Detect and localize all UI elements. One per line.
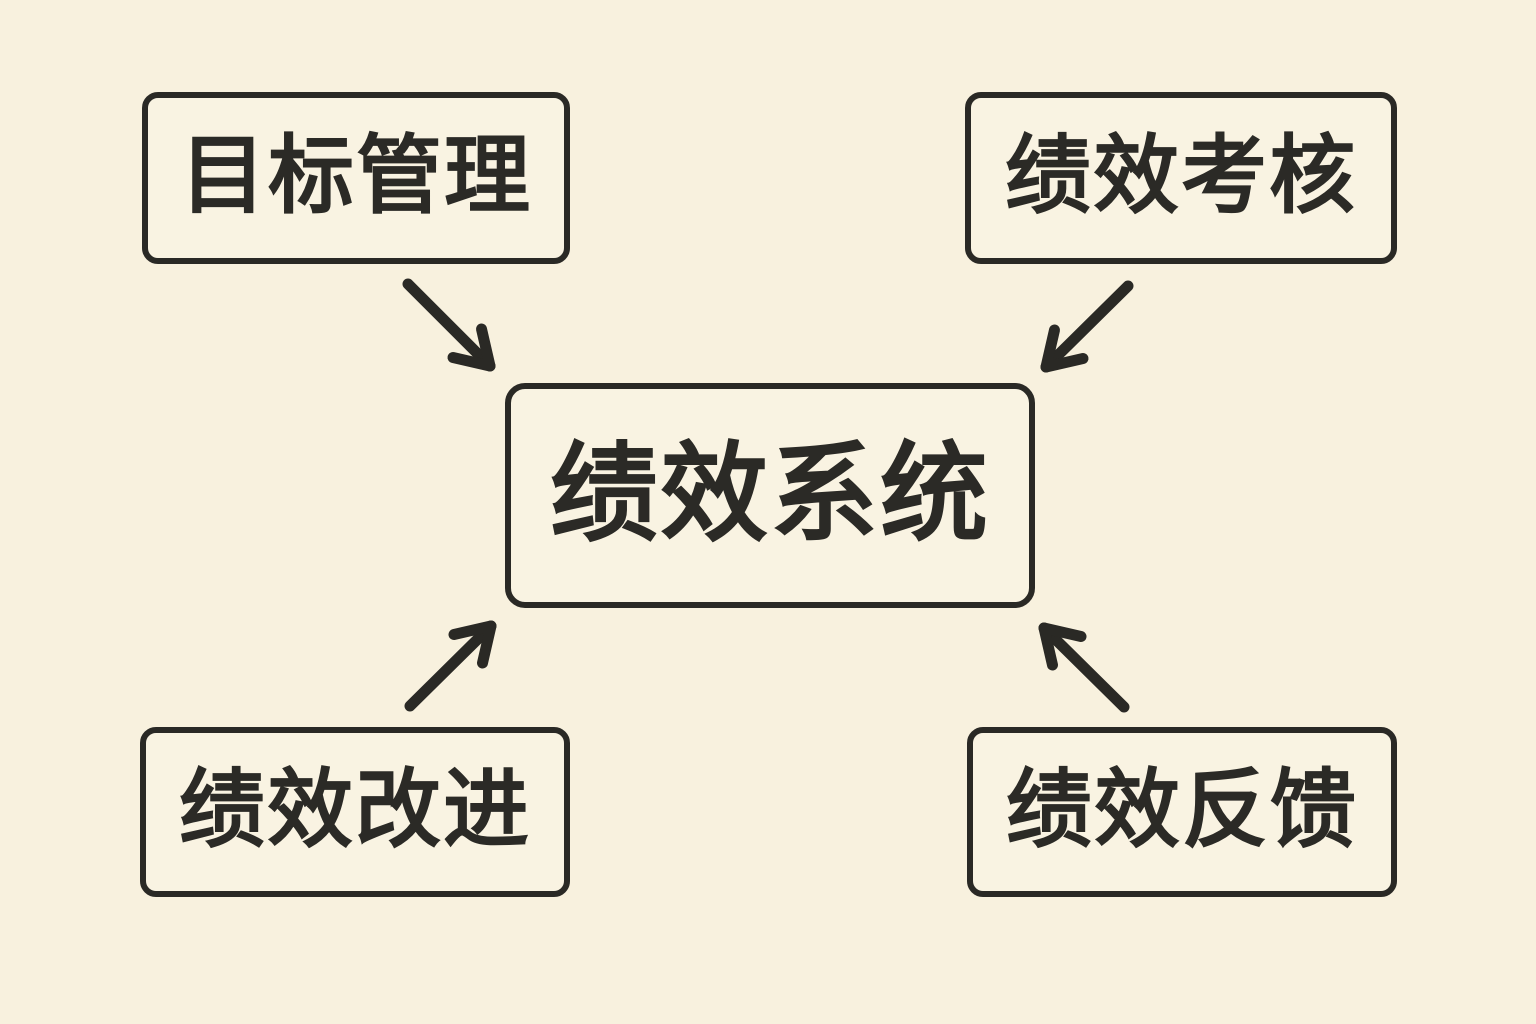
node-performance-improvement-label: 绩效改进 — [179, 762, 531, 858]
arrow-performance-assessment-to-center — [1040, 280, 1134, 373]
node-performance-improvement: 绩效改进 — [140, 727, 570, 897]
node-performance-feedback: 绩效反馈 — [967, 727, 1397, 897]
node-performance-feedback-label: 绩效反馈 — [1006, 762, 1358, 858]
arrow-performance-improvement-to-center — [404, 620, 497, 712]
node-goal-management-label: 目标管理 — [180, 128, 532, 224]
node-performance-assessment: 绩效考核 — [965, 92, 1397, 264]
arrow-performance-feedback-to-center — [1038, 622, 1130, 713]
node-performance-system-label: 绩效系统 — [549, 432, 990, 554]
arrow-goal-management-to-center — [402, 278, 496, 372]
node-performance-assessment-label: 绩效考核 — [1005, 128, 1357, 224]
node-goal-management: 目标管理 — [142, 92, 570, 264]
node-performance-system: 绩效系统 — [505, 383, 1035, 608]
